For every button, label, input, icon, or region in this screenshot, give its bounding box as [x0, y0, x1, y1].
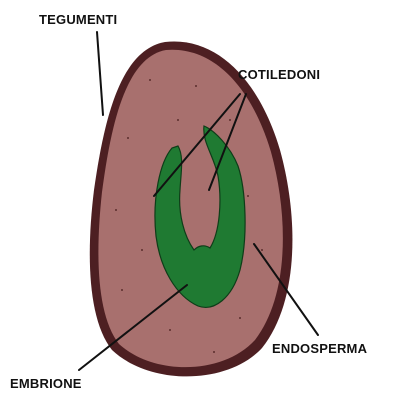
label-embrione: EMBRIONE — [10, 376, 82, 391]
label-cotiledoni: COTILEDONI — [238, 67, 320, 82]
label-endosperma: ENDOSPERMA — [272, 341, 367, 356]
leader-line-tegumenti — [97, 32, 103, 115]
label-tegumenti: TEGUMENTI — [39, 12, 117, 27]
